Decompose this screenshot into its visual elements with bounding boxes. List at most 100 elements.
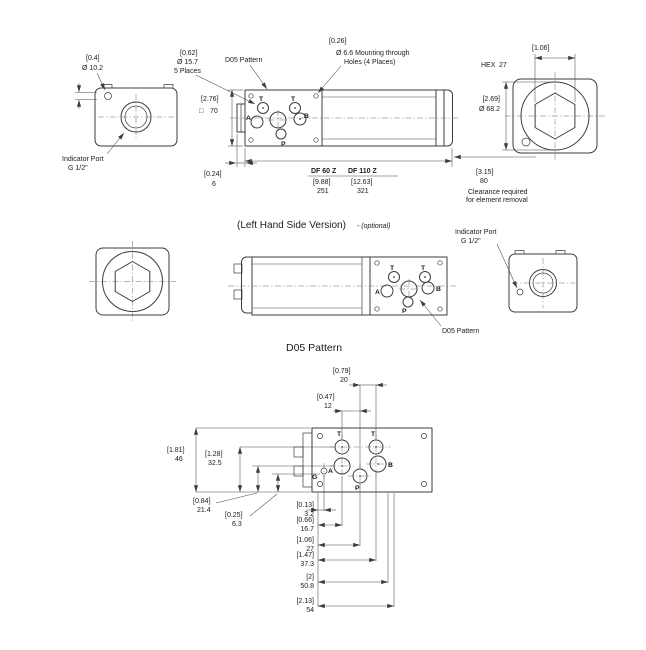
fig2-port-label-t1: T — [390, 265, 395, 272]
fig1-port-label-t2: T — [291, 96, 296, 103]
fig1-dim-ports-note: 5 Places — [174, 68, 201, 75]
fig3-dim-12-in: [0.47] — [317, 394, 335, 401]
fig1-assembly-view: [0.4] Ø 10.2 [0.62] Ø 15.7 5 Places D05 … — [62, 38, 605, 204]
fig1-dim-diameter-in: [2.69] — [482, 96, 500, 103]
fig1-hex-label: HEX — [481, 62, 496, 69]
fig2-end-cap — [241, 256, 253, 314]
fig2-d05-callout: D05 Pattern — [442, 328, 479, 335]
fig1-hex-dim-in: [1.06] — [532, 45, 550, 52]
fig2-port-label-p: P — [402, 308, 407, 315]
fig2-port-label-b: B — [436, 286, 441, 293]
fig3-dim-37-3-in: [1.47] — [296, 552, 314, 559]
fig3-dim-3-2-mm: 3.2 — [304, 511, 314, 518]
fig1-clearance-in: [3.15] — [476, 169, 494, 176]
fig2-mounting-hole-2 — [437, 260, 443, 266]
fig2-port-label-a: A — [375, 289, 380, 296]
fig1-dim-mounting-l2: Holes (4 Places) — [344, 59, 395, 66]
fig3-dim-54-in: [2.13] — [296, 598, 314, 605]
fig2-port-t1 — [388, 271, 400, 283]
fig1-port-t1 — [257, 102, 269, 114]
fig1-dim-indicator-hole-mm: Ø 10.2 — [82, 65, 103, 72]
fig1-indicator-hole — [104, 92, 112, 100]
fig1-dim-diameter-mm: Ø 68.2 — [479, 106, 500, 113]
fig1-dim-ports-mm: Ø 15.7 — [177, 59, 198, 66]
fig1-length-mm-2: 321 — [357, 188, 369, 195]
fig3-dim-54-mm: 54 — [306, 607, 314, 614]
fig3-side-strip — [302, 432, 313, 488]
fig3-dim-6-3-mm: 6.3 — [232, 521, 242, 528]
fig2-mounting-hole-3 — [374, 306, 380, 312]
fig3-port-label-g: G — [312, 474, 317, 481]
fig1-port-label-t1: T — [259, 96, 264, 103]
fig1-dim-indicator-hole-in: [0.4] — [86, 55, 100, 62]
fig1-dim-boss-in: [0.24] — [204, 171, 222, 178]
fig2-port-b — [421, 281, 435, 295]
fig1-clearance-note-1: Clearance required — [468, 189, 528, 196]
fig1-mounting-hole-1 — [248, 93, 254, 99]
fig1-port-label-p: P — [281, 141, 286, 148]
fig2-mount-tab-1 — [233, 263, 243, 274]
fig2-port-a — [380, 284, 394, 298]
fig3-dim-32-5-mm: 32.5 — [208, 460, 222, 467]
fig2-port-label-t2: T — [421, 265, 426, 272]
fig1-dim-square-mm: 70 — [210, 108, 218, 115]
fig3-dim-12-mm: 12 — [324, 403, 332, 410]
fig2-indicator-block-tabs — [514, 250, 566, 254]
fig1-port-label-b: B — [304, 113, 309, 120]
fig3-dim-3-2-in: [0.13] — [296, 502, 314, 509]
fig1-port-p — [275, 128, 287, 140]
fig1-indicator-port-label-1: Indicator Port — [62, 156, 104, 163]
fig3-port-label-a: A — [328, 468, 333, 475]
fig3-dim-21-4-mm: 21.4 — [197, 507, 211, 514]
fig1-indicator-port-label-2: G 1/2" — [68, 165, 88, 172]
fig1-port-label-a: A — [246, 115, 251, 122]
fig3-title: D05 Pattern — [286, 342, 342, 354]
fig1-length-in-2: [12.63] — [351, 179, 372, 186]
fig3-dim-20-mm: 20 — [340, 377, 348, 384]
fig2-left-hand-view: (Left Hand Side Version) - (optional) — [89, 220, 578, 335]
fig1-port-a — [250, 115, 264, 129]
fig3-dim-46-in: [1.81] — [167, 447, 185, 454]
fig3-mounting-hole-3 — [317, 481, 323, 487]
fig3-dim-16-7-mm: 16.7 — [300, 526, 314, 533]
fig2-filter-body — [228, 256, 458, 316]
fig1-mounting-hole-2 — [313, 93, 319, 99]
fig3-dimension-linework — [193, 382, 395, 609]
fig3-port-label-t2: T — [371, 431, 376, 438]
fig1-dim-ports-in: [0.62] — [180, 50, 198, 57]
fig1-mounting-hole-4 — [313, 137, 319, 143]
fig2-indicator-port-label-1: Indicator Port — [455, 229, 497, 236]
fig1-indicator-block-outline — [94, 87, 178, 147]
fig1-end-view-port — [521, 137, 531, 147]
fig2-dimension-linework — [419, 243, 518, 327]
fig1-port-b — [293, 112, 307, 126]
fig3-dim-46-mm: 46 — [175, 456, 183, 463]
fig1-dimension-linework — [75, 54, 576, 177]
fig1-length-in-1: [9.88] — [313, 179, 331, 186]
fig3-mounting-hole-1 — [317, 433, 323, 439]
fig1-clearance-mm: 80 — [480, 178, 488, 185]
fig3-port-label-b: B — [388, 462, 393, 469]
fig3-dim-16-7-in: [0.66] — [296, 517, 314, 524]
fig3-port-label-p: P — [355, 485, 360, 492]
fig1-square-symbol: □ — [199, 108, 204, 115]
fig1-hex-dim-mm: 27 — [499, 62, 507, 69]
fig1-filter-body — [230, 89, 460, 147]
fig2-indicator-port-label-2: G 1/2" — [461, 238, 481, 245]
fig1-dim-mounting-l1: Ø 6.6 Mounting through — [336, 50, 410, 57]
fig3-d05-pattern-detail: D05 Pattern — [167, 342, 433, 614]
fig1-end-view-outline — [512, 78, 598, 154]
fig1-dim-square-in: [2.76] — [201, 96, 219, 103]
fig2-mounting-hole-1 — [374, 260, 380, 266]
fig1-port-t2 — [289, 102, 301, 114]
fig2-indicator-block-outline — [508, 253, 578, 313]
fig2-port-p — [402, 296, 414, 308]
fig1-length-table-header-1: DF 60 Z — [311, 168, 337, 175]
fig1-clearance-note-2: for element removal — [466, 197, 528, 204]
fig2-title-note: - (optional) — [357, 223, 390, 230]
fig2-indicator-hole — [516, 288, 524, 296]
fig2-end-view — [89, 241, 176, 322]
